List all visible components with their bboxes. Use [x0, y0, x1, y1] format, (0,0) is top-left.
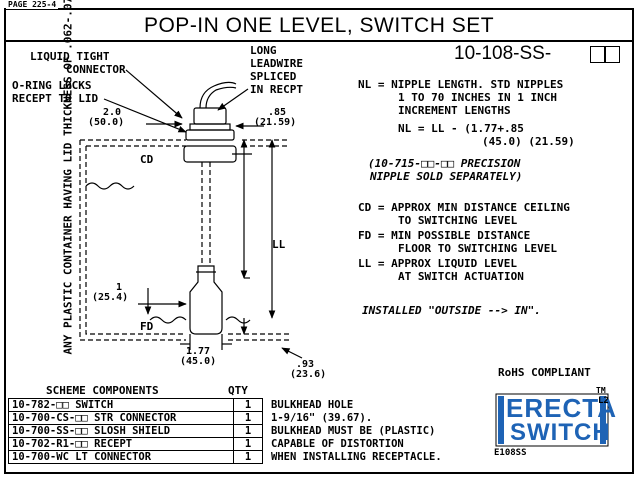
bom-qty-cell: 1: [233, 424, 263, 438]
leader-leadwire: [217, 88, 249, 111]
note-nl-2: 1 TO 70 INCHES IN 1 INCH: [398, 91, 557, 104]
container-floor-right: [228, 333, 290, 341]
logo-tm: TM: [596, 386, 606, 395]
bom-part-cell: 10-702-R1-□□ RECEPT: [8, 437, 234, 451]
sheet-border: [4, 8, 634, 474]
bom-note-cell: WHEN INSTALLING RECEPTACLE.: [271, 451, 442, 463]
container-wall-inner: [85, 146, 186, 335]
callout-oring-1: O-RING LOCKS: [12, 79, 92, 92]
note-ll-1: LL = APPROX LIQUID LEVEL: [358, 257, 517, 270]
callout-leadwire-2: LEADWIRE: [250, 57, 303, 70]
liquid-wave-bottom: [149, 316, 251, 324]
label-cd: CD: [140, 153, 154, 166]
switch-float: [189, 265, 223, 335]
dim-bottom-center-mm: (45.0): [180, 356, 217, 367]
dim-bottom-center-in: 1.77: [186, 346, 211, 357]
note-cd-1: CD = APPROX MIN DISTANCE CEILING: [358, 201, 570, 214]
bom-note-cell: 1-9/16" (39.67).: [271, 412, 373, 424]
part-number: 10-108-SS-: [454, 43, 552, 64]
note-formula-2: (45.0) (21.59): [482, 135, 575, 148]
note-fd-1: FD = MIN POSSIBLE DISTANCE: [358, 229, 531, 242]
dim-mid-left-mm: (25.4): [92, 292, 129, 303]
logo-line1: ERECTA: [506, 393, 617, 423]
bom-note-cell: CAPABLE OF DISTORTION: [271, 438, 404, 450]
leadwire-cable-2: [205, 86, 237, 109]
logo-line2: SWITCH: [510, 419, 611, 446]
erecta-switch-logo: ERECTA SWITCH TM L2 E108SS: [492, 384, 616, 462]
note-cd-2: TO SWITCHING LEVEL: [398, 214, 518, 227]
connector-collar: [189, 123, 231, 131]
receptacle-body: [183, 145, 237, 163]
dim-bottom-right-leader: [281, 347, 303, 359]
dim-top-right-mm: (21.59): [254, 117, 297, 128]
callout-leadwire-1: LONG: [250, 44, 277, 57]
connector-nut: [193, 107, 227, 125]
container-wall-outer: [79, 140, 186, 341]
bom-header-part: SCHEME COMPONENTS: [46, 384, 159, 397]
dim-top-right-in: .85: [268, 107, 287, 118]
note-fd-2: FLOOR TO SWITCHING LEVEL: [398, 242, 557, 255]
dim-mid-left-in: 1: [116, 282, 123, 293]
part-number-box-1: [590, 46, 605, 63]
note-nl-3: INCREMENT LENGTHS: [398, 104, 511, 117]
bom-qty-cell: 1: [233, 398, 263, 412]
note-ll-2: AT SWITCH ACTUATION: [398, 270, 524, 283]
bom-part-cell: 10-782-□□ SWITCH: [8, 398, 234, 412]
leadwire-cable: [199, 81, 237, 109]
title-bar: POP-IN ONE LEVEL, SWITCH SET: [4, 8, 634, 42]
bom-note-cell: BULKHEAD MUST BE (PLASTIC): [271, 425, 436, 437]
note-precision-1: (10-715-□□-□□ PRECISION: [368, 157, 521, 170]
note-nl-1: NL = NIPPLE LENGTH. STD NIPPLES: [358, 78, 564, 91]
logo-code: E108SS: [494, 448, 527, 458]
callout-liquid-tight-1: LIQUID TIGHT: [30, 50, 110, 63]
logo-l2: L2: [598, 396, 609, 406]
note-formula-1: NL = LL - (1.77+.85: [398, 122, 524, 135]
dim-top-left-in: 2.0: [103, 107, 122, 118]
label-fd: FD: [140, 320, 154, 333]
bom-part-cell: 10-700-CS-□□ STR CONNECTOR: [8, 411, 234, 425]
dim-bottom-right-in: .93: [296, 359, 315, 370]
dim-bottom-right-mm: (23.6): [290, 369, 327, 380]
callout-leadwire-4: IN RECPT: [250, 83, 303, 96]
dim-top-left-mm: (50.0): [88, 117, 125, 128]
bom-header-qty: QTY: [228, 384, 248, 397]
logo-graphic: [495, 393, 609, 447]
callout-liquid-tight-2: CONNECTOR: [66, 63, 126, 76]
connector-flange: [185, 129, 235, 141]
callout-leadwire-3: SPLICED: [250, 70, 297, 83]
bom-qty-cell: 1: [233, 450, 263, 464]
liquid-wave-top: [85, 182, 135, 190]
bom-qty-cell: 1: [233, 411, 263, 425]
leader-liquid-tight: [125, 69, 183, 119]
rohs-label: RoHS COMPLIANT: [498, 366, 591, 379]
page-title: POP-IN ONE LEVEL, SWITCH SET: [143, 14, 495, 37]
bom-note-cell: BULKHEAD HOLE: [271, 399, 354, 411]
note-installed: INSTALLED "OUTSIDE --> IN".: [362, 304, 541, 317]
leader-oring: [103, 98, 187, 133]
callout-oring-2: RECEPT TO LID: [12, 92, 99, 105]
bom-qty-cell: 1: [233, 437, 263, 451]
page-tag: PAGE 225-4: [6, 0, 59, 9]
note-precision-2: NIPPLE SOLD SEPARATELY): [370, 170, 523, 183]
bom-part-cell: 10-700-SS-□□ SLOSH SHIELD: [8, 424, 234, 438]
part-number-box-2: [605, 46, 620, 63]
bom-part-cell: 10-700-WC LT CONNECTOR: [8, 450, 234, 464]
